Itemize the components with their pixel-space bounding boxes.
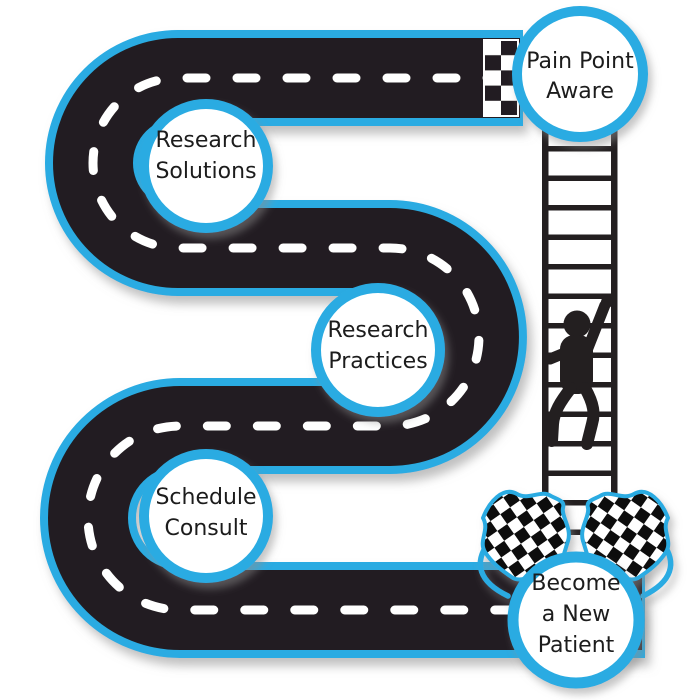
milestone-label: Schedule (155, 485, 256, 510)
milestone-label: Pain Point (526, 49, 634, 74)
flag-left-cloth (480, 490, 571, 582)
milestone-label: Aware (546, 79, 614, 104)
climber-right-leg (579, 382, 600, 450)
milestone-circle (139, 99, 273, 233)
milestone-schedule-consult: Schedule Consult (139, 449, 273, 583)
checkered-flag-left-icon (477, 490, 571, 599)
climber-hand (601, 296, 613, 308)
milestone-label: Consult (165, 516, 248, 541)
climber-torso (560, 335, 593, 394)
milestone-label: Become (531, 571, 620, 596)
milestone-circle (507, 551, 645, 689)
milestone-label: a New (542, 602, 610, 627)
milestones: Pain Point Aware Research Solutions Rese… (139, 6, 648, 689)
milestone-research-solutions: Research Solutions (139, 99, 273, 233)
climbing-person-icon (544, 296, 613, 450)
milestone-research-practices: Research Practices (311, 283, 445, 417)
milestone-circle (311, 283, 445, 417)
milestone-become-a-new-patient: Become a New Patient (507, 551, 645, 689)
milestone-label: Practices (328, 349, 427, 374)
milestone-circle (512, 6, 648, 142)
climber-left-leg (546, 382, 577, 447)
crossed-checkered-flags (477, 490, 674, 599)
milestone-label: Patient (538, 633, 615, 658)
serpentine-road (40, 30, 647, 658)
climber-head (563, 310, 591, 338)
climber-raised-arm (582, 299, 611, 354)
milestone-label: Solutions (155, 159, 256, 184)
milestone-label: Research (156, 128, 257, 153)
road-center-dashes (83, 73, 647, 615)
milestone-pain-point-aware: Pain Point Aware (512, 6, 648, 142)
milestone-circle (139, 449, 273, 583)
milestone-label: Research (328, 318, 429, 343)
